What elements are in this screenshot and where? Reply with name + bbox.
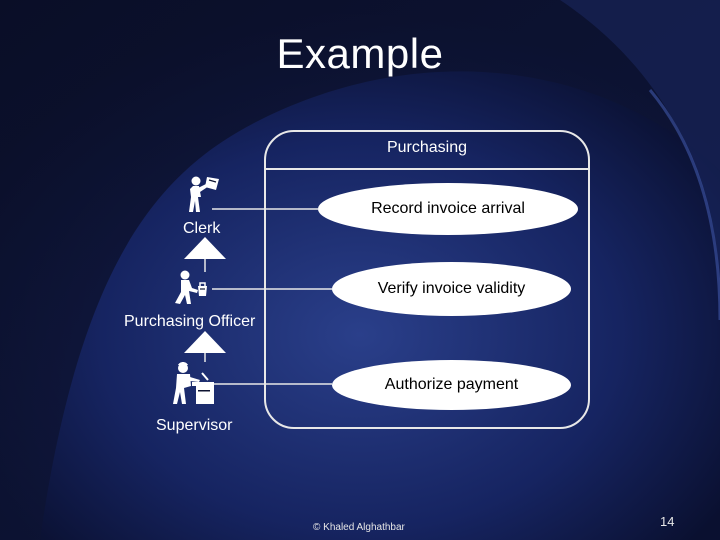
supervisor-icon — [173, 362, 214, 404]
system-divider — [264, 168, 590, 170]
clerk-icon — [189, 176, 219, 212]
slide-title: Example — [276, 30, 444, 77]
use-case-verify-invoice-validity: Verify invoice validity — [332, 262, 571, 316]
use-case-label: Verify invoice validity — [377, 280, 526, 297]
use-case-label: Record invoice arrival — [371, 200, 525, 217]
use-case-authorize-payment: Authorize payment — [332, 360, 571, 410]
page-number: 14 — [660, 514, 675, 529]
generalization-arrow-supervisor-officer — [184, 331, 226, 353]
use-case-label: Authorize payment — [384, 376, 519, 393]
generalization-arrow-officer-clerk — [184, 237, 226, 259]
actor-label-supervisor: Supervisor — [156, 417, 233, 434]
system-name: Purchasing — [386, 139, 468, 156]
actor-label-purchasing-officer: Purchasing Officer — [124, 313, 256, 330]
system-boundary — [264, 130, 590, 429]
actor-label-clerk: Clerk — [183, 220, 221, 237]
footer-copyright: © Khaled Alghathbar — [313, 522, 405, 533]
purchasing-officer-icon — [175, 270, 207, 304]
use-case-record-invoice-arrival: Record invoice arrival — [318, 183, 578, 235]
